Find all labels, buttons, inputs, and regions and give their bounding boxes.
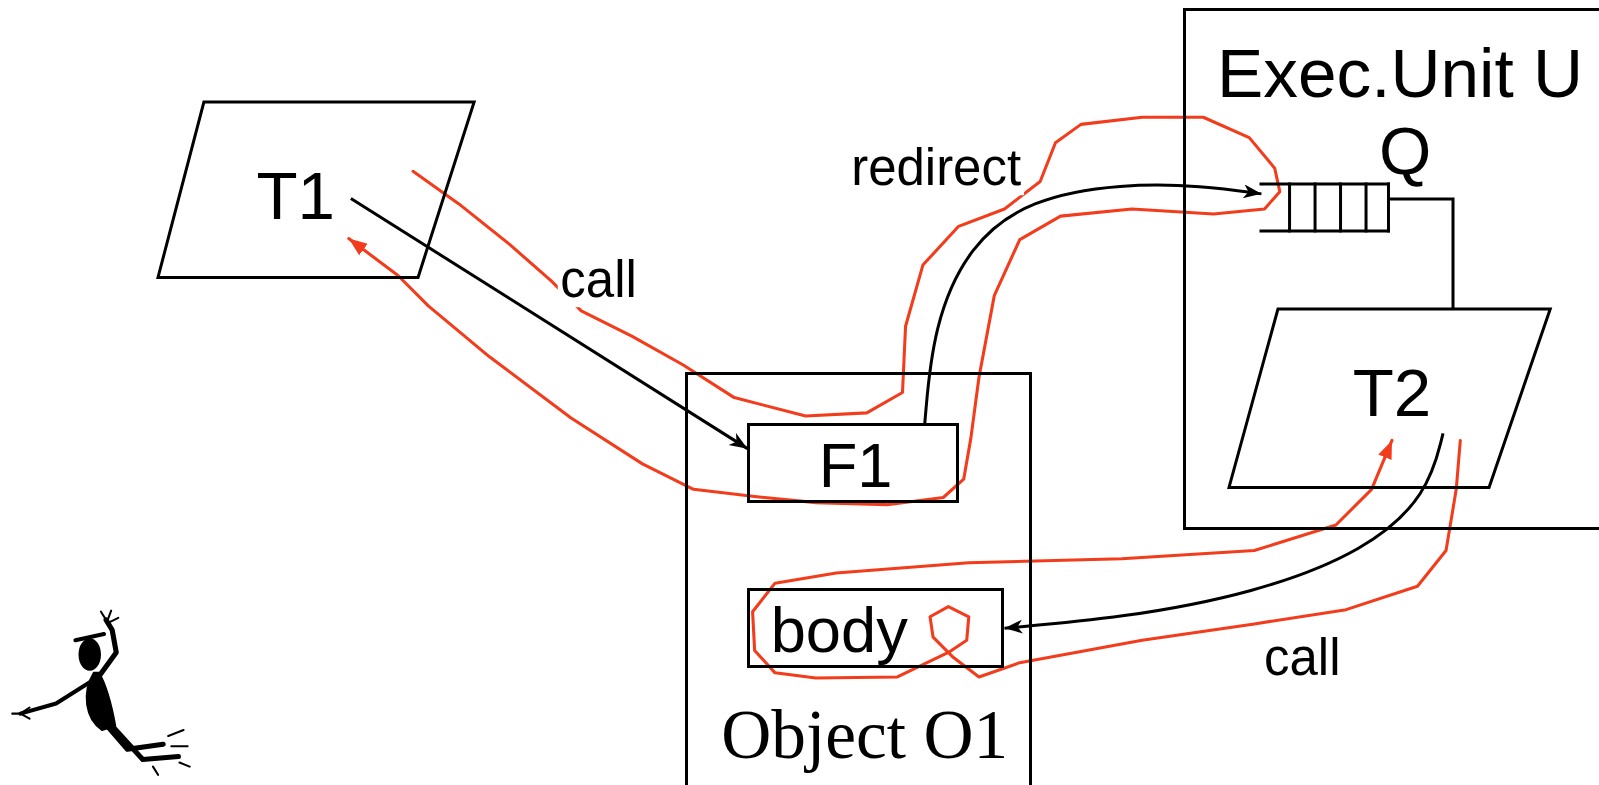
figure-head (79, 638, 101, 671)
figure-hat (75, 634, 104, 640)
node-label: Exec.Unit U (1217, 40, 1583, 109)
queue-cell-line (1314, 184, 1317, 231)
queue-outline (1261, 184, 1388, 231)
figure-arm (100, 620, 116, 675)
figure-arm (20, 681, 91, 714)
node-label: T1 (256, 162, 335, 229)
red-flow-trace (349, 117, 1280, 504)
figure-hand (12, 708, 29, 719)
call-arrow (1004, 433, 1443, 628)
connector-label: call (557, 254, 639, 308)
figure-hand (101, 611, 118, 622)
function-box: F1 (747, 423, 958, 503)
queue-cell-line (1261, 182, 1388, 185)
redirect-arrow (925, 185, 1262, 423)
queue-cell-line (1288, 184, 1291, 231)
parallelogram-outline (1229, 309, 1550, 487)
queue-cell-line (1261, 229, 1388, 232)
node-label: T2 (1353, 359, 1432, 426)
node-label: F1 (819, 434, 893, 497)
queue-cell-line (1339, 184, 1342, 231)
node-label: Q (1379, 117, 1431, 184)
queue-cell-line (1387, 184, 1390, 231)
thread-shape: T1 (158, 102, 474, 277)
queue: Q (1261, 184, 1388, 231)
parallelogram-outline (158, 102, 474, 277)
thread-shape: T2 (1229, 309, 1550, 487)
node-label: Object O1 (721, 701, 1008, 770)
connector-label: call (1261, 631, 1343, 685)
execution-unit-box: Q T2 Exec.Unit U (1183, 8, 1599, 530)
figure-leg (112, 726, 178, 760)
object-box: F1 bodyObject O1 (685, 372, 1032, 785)
connector-label: redirect (848, 141, 1024, 195)
body-box: body (747, 588, 1004, 668)
node-label: body (771, 600, 908, 663)
queue-cell-line (1365, 184, 1368, 231)
figure-motion-marks (153, 730, 190, 775)
queue-link (1389, 199, 1453, 309)
stick-figure (12, 611, 189, 775)
